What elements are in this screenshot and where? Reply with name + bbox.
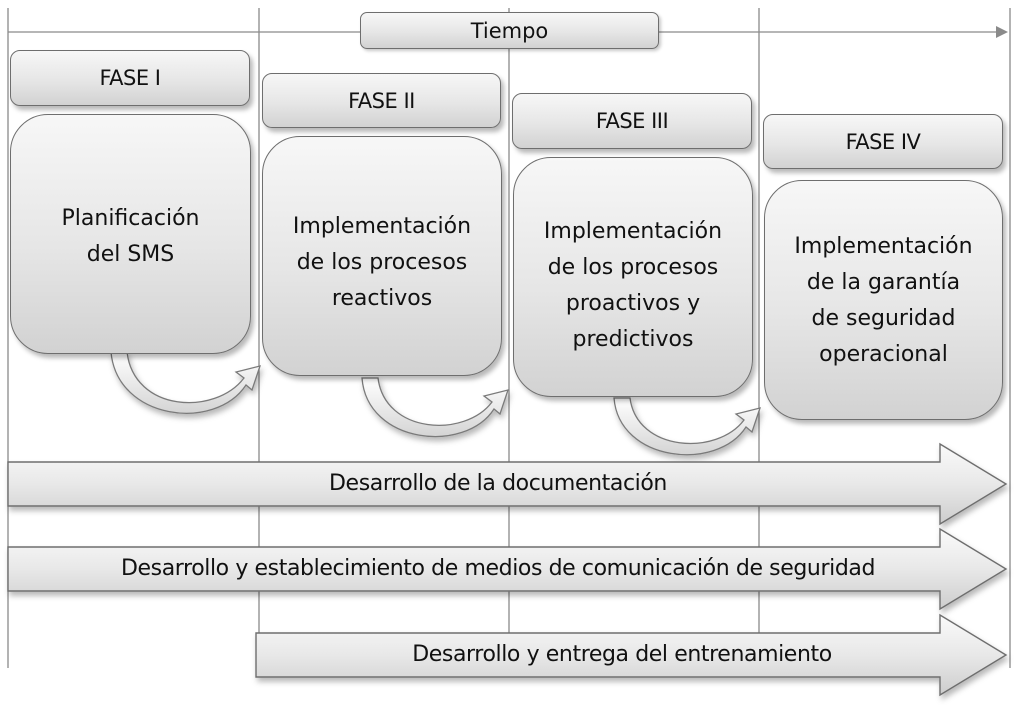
band-label-communication: Desarrollo y establecimiento de medios d… [120,556,876,581]
phase-4-text: Implementación de la garantía de segurid… [794,234,973,367]
transition-arrow-2-3 [361,377,509,438]
time-axis-arrowhead [996,26,1008,38]
band-arrow-communication [7,527,1008,611]
band-arrow-training [255,613,1008,697]
phase-3-text: Implementación de los procesos proactivo… [543,219,723,352]
transition-arrow-3-4 [613,397,761,456]
time-label: Tiempo [360,12,659,49]
band-label-documentation: Desarrollo de la documentación [329,471,667,496]
phase-3-header: FASE III [512,93,752,149]
phase-1-text: Planificación del SMS [61,206,200,267]
phase-3-box: Implementación de los procesos proactivo… [513,157,753,397]
band-label-training: Desarrollo y entrega del entrenamiento [412,642,832,667]
band-arrow-documentation [7,442,1008,526]
phase-1-header: FASE I [10,50,250,106]
phase-2-text: Implementación de los procesos reactivos [292,214,472,311]
phase-2-box: Implementación de los procesos reactivos [262,136,502,376]
phase-4-header: FASE IV [763,114,1003,169]
transition-arrow-1-2 [110,351,261,414]
phase-2-header: FASE II [262,73,501,128]
phase-1-box: Planificación del SMS [10,114,251,354]
phase-4-box: Implementación de la garantía de segurid… [764,180,1003,420]
